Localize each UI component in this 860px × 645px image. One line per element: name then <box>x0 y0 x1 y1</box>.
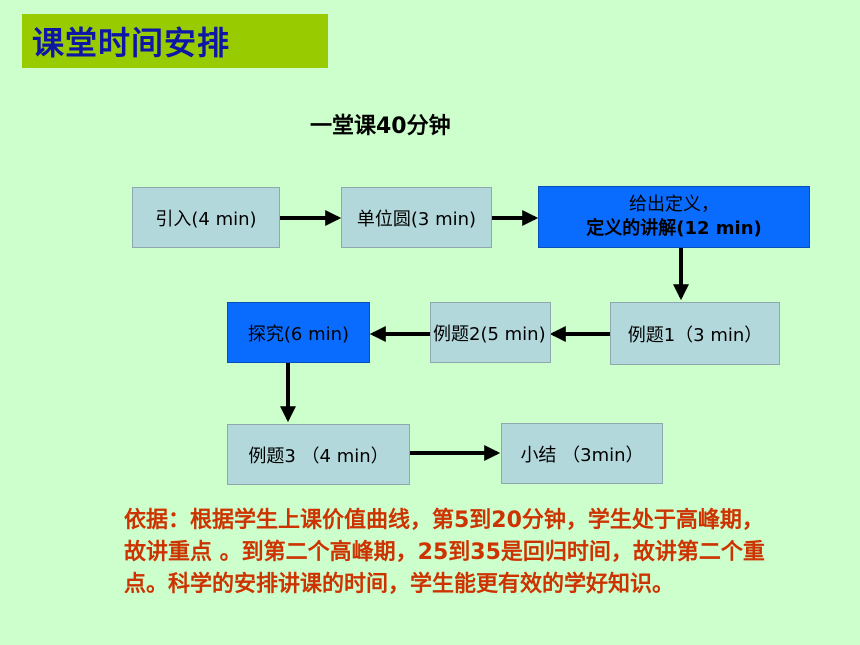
node-example2: 例题2(5 min) <box>430 302 551 363</box>
node-intro-label: 引入(4 min) <box>155 208 257 230</box>
title-banner: 课堂时间安排 <box>22 14 328 68</box>
node-intro: 引入(4 min) <box>132 187 280 248</box>
node-unit-circle-label: 单位圆(3 min) <box>356 208 477 230</box>
node-definition-line2: 定义的讲解(12 min) <box>586 218 762 239</box>
node-summary: 小结 （3min） <box>501 423 663 484</box>
node-definition: 给出定义， 定义的讲解(12 min) <box>538 186 810 248</box>
node-definition-line1: 给出定义， <box>629 194 719 215</box>
node-example1-label: 例题1（3 min） <box>627 324 763 346</box>
node-example3: 例题3 （4 min） <box>227 424 410 485</box>
node-explore-label: 探究(6 min) <box>247 323 350 345</box>
rationale-note: 依据：根据学生上课价值曲线，第5到20分钟，学生处于高峰期，故讲重点 。到第二个… <box>124 508 765 597</box>
node-example3-label: 例题3 （4 min） <box>248 445 389 467</box>
page-title: 课堂时间安排 <box>32 24 231 62</box>
node-unit-circle: 单位圆(3 min) <box>341 187 492 248</box>
node-example1: 例题1（3 min） <box>610 302 780 365</box>
node-summary-label: 小结 （3min） <box>520 444 644 466</box>
subtitle: 一堂课40分钟 <box>310 114 451 139</box>
node-explore: 探究(6 min) <box>227 302 370 363</box>
node-example2-label: 例题2(5 min) <box>433 323 546 345</box>
